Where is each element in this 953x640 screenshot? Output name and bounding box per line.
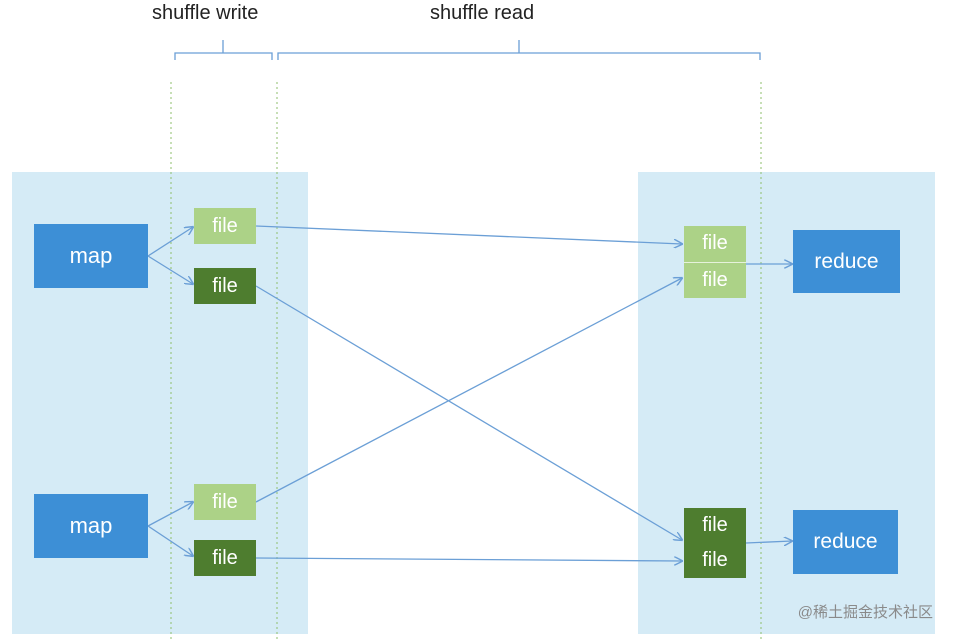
shuffle-read-brace [277,40,761,60]
read-file-group-1-bottom: file [702,268,728,291]
write-file-1: file [194,208,256,244]
map-node-1: map [34,224,148,288]
watermark-text: @稀土掘金技术社区 [797,604,933,621]
reduce-node-1: reduce [793,230,900,293]
write-file-2: file [194,268,256,304]
read-file-group-1: file file [684,226,746,298]
arrow-map2-file4 [147,525,193,556]
write-file-4: file [194,540,256,576]
reduce-node-2: reduce [793,510,898,574]
arrow-file4-read2 [255,558,682,561]
write-file-3: file [194,484,256,520]
shuffle-write-brace [174,40,273,60]
arrow-map1-file1 [147,227,193,257]
arrow-read2-reduce2 [745,541,792,543]
arrow-map1-file2 [147,255,193,284]
map-node-2: map [34,494,148,558]
read-file-group-2-top: file [702,514,728,536]
shuffle-read-label: shuffle read [430,2,535,24]
arrow-file3-read1 [255,278,682,503]
read-file-group-1-divider [684,261,746,263]
shuffle-write-label: shuffle write [152,2,259,24]
arrow-map2-file3 [147,502,193,527]
read-file-group-2: file file [684,508,746,578]
arrow-file1-read1 [255,225,682,244]
read-file-group-2-bottom: file [702,549,728,571]
read-file-group-1-top: file [702,232,728,255]
arrow-file2-read2 [255,285,682,540]
